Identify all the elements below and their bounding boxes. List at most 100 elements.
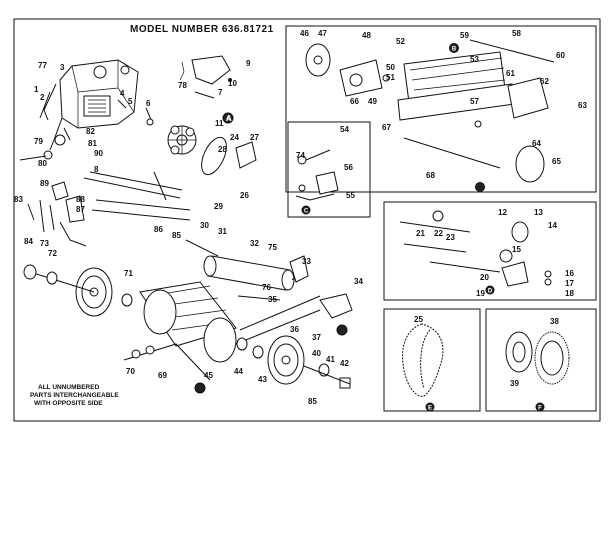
drive-gear-assembly: A [167, 112, 257, 176]
part-label-84: 84 [24, 237, 33, 246]
part-label-30: 30 [200, 221, 209, 230]
inset-marker-e: E [428, 406, 432, 412]
part-label-1: 1 [34, 85, 39, 94]
inset-marker-d: D [488, 289, 493, 295]
part-label-19: 19 [476, 289, 485, 298]
throttle-parts [117, 55, 232, 126]
part-label-29: 29 [214, 202, 223, 211]
part-label-46: 46 [300, 29, 309, 38]
part-label-8: 8 [94, 165, 99, 174]
part-label-56: 56 [344, 163, 353, 172]
part-label-85: 85 [172, 231, 181, 240]
part-label-31: 31 [218, 227, 227, 236]
part-label-27: 27 [250, 133, 259, 142]
part-label-62: 62 [540, 77, 549, 86]
bracket-inset [295, 149, 339, 215]
drive-belt-inset [402, 323, 444, 412]
part-label-81: 81 [88, 139, 97, 148]
part-label-44: 44 [234, 367, 243, 376]
part-label-15: 15 [512, 245, 521, 254]
part-label-87: 87 [76, 205, 85, 214]
inset-marker-b: B [452, 47, 457, 53]
part-label-21: 21 [416, 229, 425, 238]
handle-frame [27, 171, 191, 247]
footnote-line-2: PARTS INTERCHANGEABLE [30, 392, 119, 399]
part-label-33: 33 [302, 257, 311, 266]
part-label-89: 89 [40, 179, 49, 188]
part-label-49: 49 [368, 97, 377, 106]
part-label-57: 57 [470, 97, 479, 106]
part-label-47: 47 [318, 29, 327, 38]
part-label-83: 83 [14, 195, 23, 204]
part-label-35: 35 [268, 295, 277, 304]
part-label-88: 88 [76, 195, 85, 204]
inset-frame-small-left [287, 121, 371, 218]
part-label-37: 37 [312, 333, 321, 342]
part-label-66: 66 [350, 97, 359, 106]
part-label-6: 6 [146, 99, 151, 108]
part-label-79: 79 [34, 137, 43, 146]
part-label-16: 16 [565, 269, 574, 278]
side-plate [194, 293, 353, 394]
part-label-74: 74 [296, 151, 305, 160]
part-label-26: 26 [240, 191, 249, 200]
part-label-53: 53 [470, 55, 479, 64]
part-label-24: 24 [230, 133, 239, 142]
part-label-40: 40 [312, 349, 321, 358]
part-label-61: 61 [506, 69, 515, 78]
part-label-72: 72 [48, 249, 57, 258]
part-label-38: 38 [550, 317, 559, 326]
part-label-39: 39 [510, 379, 519, 388]
part-label-43: 43 [258, 375, 267, 384]
part-label-80: 80 [38, 159, 47, 168]
part-label-13: 13 [534, 208, 543, 217]
part-label-4: 4 [120, 89, 125, 98]
part-label-68: 68 [426, 171, 435, 180]
part-label-11: 11 [215, 119, 224, 128]
part-label-2: 2 [40, 93, 45, 102]
part-label-55: 55 [346, 191, 355, 200]
part-label-17: 17 [565, 279, 574, 288]
part-label-25: 25 [414, 315, 423, 324]
part-label-63: 63 [578, 101, 587, 110]
part-label-41: 41 [326, 355, 335, 364]
part-label-71: 71 [124, 269, 133, 278]
left-wheel [23, 264, 133, 317]
part-label-50: 50 [386, 63, 395, 72]
outer-frame [13, 18, 601, 422]
part-label-36: 36 [290, 325, 299, 334]
part-label-28: 28 [218, 145, 227, 154]
part-label-32: 32 [250, 239, 259, 248]
page-number: 85 [308, 397, 317, 406]
part-label-9: 9 [246, 59, 251, 68]
part-label-75: 75 [268, 243, 277, 252]
part-label-5: 5 [128, 97, 133, 106]
part-label-12: 12 [498, 208, 507, 217]
part-label-3: 3 [60, 63, 65, 72]
part-label-10: 10 [228, 79, 237, 88]
inset-frame-upper-right [285, 25, 597, 193]
part-label-77: 77 [38, 61, 47, 70]
part-label-65: 65 [552, 157, 561, 166]
footnote-line-1: ALL UNNUMBERED [38, 384, 100, 391]
inset-marker-a: A [226, 117, 231, 123]
part-label-90: 90 [94, 149, 103, 158]
part-label-48: 48 [362, 31, 371, 40]
part-label-59: 59 [460, 31, 469, 40]
inset-marker-f: F [538, 406, 542, 412]
part-label-86: 86 [154, 225, 163, 234]
rear-roller [185, 239, 309, 301]
right-wheel [236, 335, 351, 389]
inset-frame-belt [383, 308, 481, 412]
svg-text:A: A [226, 114, 232, 123]
engine-assembly [19, 59, 139, 161]
part-label-14: 14 [548, 221, 557, 230]
part-label-52: 52 [396, 37, 405, 46]
cutter-reel-inset [305, 39, 555, 192]
part-label-76: 76 [262, 283, 271, 292]
part-label-64: 64 [532, 139, 541, 148]
part-label-58: 58 [512, 29, 521, 38]
part-label-22: 22 [434, 229, 443, 238]
